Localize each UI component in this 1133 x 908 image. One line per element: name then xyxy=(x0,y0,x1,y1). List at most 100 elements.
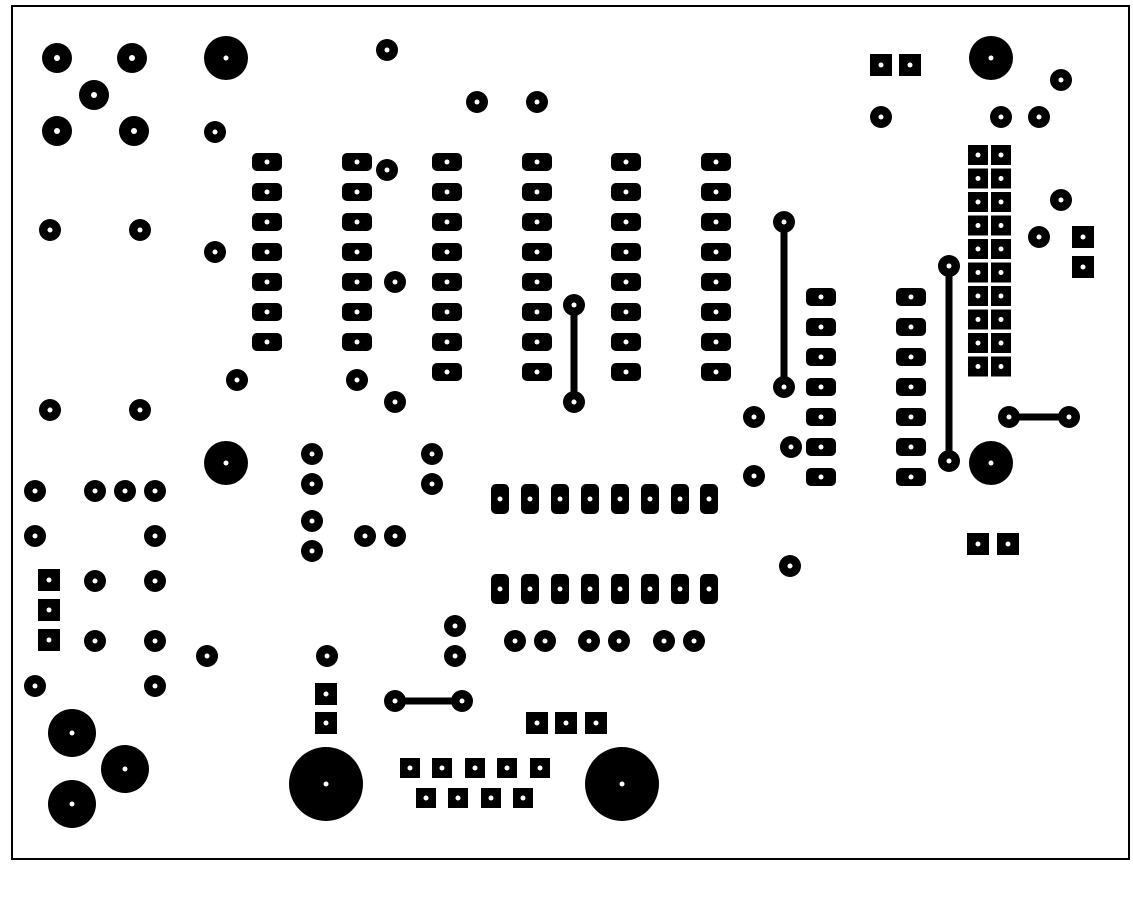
circle-pad-icon xyxy=(384,525,406,547)
oblong-pad-icon xyxy=(701,303,731,321)
circle-pad-icon xyxy=(301,510,323,532)
oblong-pad-icon xyxy=(432,153,462,171)
oblong-pad-icon xyxy=(611,484,629,514)
oblong-pad-icon xyxy=(806,468,836,486)
oblong-pad-icon xyxy=(521,574,539,604)
oblong-pad-icon xyxy=(252,153,282,171)
circle-pad-icon xyxy=(563,294,585,316)
circle-pad-icon xyxy=(301,473,323,495)
square-pad-icon xyxy=(585,712,607,734)
circle-pad-icon xyxy=(144,480,166,502)
circle-pad-icon xyxy=(773,376,795,398)
circle-pad-icon xyxy=(534,630,556,652)
square-pad-icon xyxy=(968,356,988,377)
circle-pad-icon xyxy=(1028,106,1050,128)
square-pad-icon xyxy=(991,286,1011,306)
oblong-pad-icon xyxy=(432,183,462,201)
circle-pad-icon xyxy=(504,630,526,652)
circle-pad-icon xyxy=(289,747,363,821)
oblong-pad-icon xyxy=(700,574,718,604)
circle-pad-icon xyxy=(969,441,1013,485)
oblong-pad-icon xyxy=(611,574,629,604)
square-pad-icon xyxy=(991,309,1011,330)
oblong-pad-icon xyxy=(806,378,836,396)
oblong-pad-icon xyxy=(491,574,509,604)
oblong-pad-icon xyxy=(641,574,659,604)
circle-pad-icon xyxy=(316,645,338,667)
square-pad-icon xyxy=(968,333,988,353)
oblong-pad-icon xyxy=(432,363,462,381)
circle-pad-icon xyxy=(1050,189,1072,211)
circle-pad-icon xyxy=(204,121,226,143)
circle-pad-icon xyxy=(384,391,406,413)
circle-pad-icon xyxy=(1028,226,1050,248)
square-pad-icon xyxy=(1072,256,1094,278)
square-pad-icon xyxy=(38,569,60,591)
oblong-pad-icon xyxy=(701,153,731,171)
circle-pad-icon xyxy=(384,271,406,293)
oblong-pad-icon xyxy=(522,333,552,351)
circle-pad-icon xyxy=(1050,69,1072,91)
square-pad-icon xyxy=(968,262,988,283)
square-pad-icon xyxy=(968,192,988,212)
oblong-pad-icon xyxy=(806,288,836,306)
oblong-pad-icon xyxy=(491,484,509,514)
square-pad-icon xyxy=(465,758,485,778)
circle-pad-icon xyxy=(938,450,960,472)
square-pad-icon xyxy=(968,309,988,330)
oblong-pad-icon xyxy=(252,183,282,201)
circle-pad-icon xyxy=(144,675,166,697)
square-pad-icon xyxy=(400,758,420,778)
oblong-pad-icon xyxy=(611,153,641,171)
oblong-pad-icon xyxy=(432,333,462,351)
oblong-pad-icon xyxy=(522,303,552,321)
circle-pad-icon xyxy=(1058,406,1080,428)
oblong-pad-icon xyxy=(551,574,569,604)
circle-pad-icon xyxy=(444,615,466,637)
circle-pad-icon xyxy=(24,480,46,502)
oblong-pad-icon xyxy=(701,243,731,261)
circle-pad-icon xyxy=(780,436,802,458)
circle-pad-icon xyxy=(653,630,675,652)
circle-pad-icon xyxy=(144,525,166,547)
square-pad-icon xyxy=(991,215,1011,236)
oblong-pad-icon xyxy=(342,213,372,231)
oblong-pad-icon xyxy=(522,213,552,231)
square-pad-icon xyxy=(991,262,1011,283)
oblong-pad-icon xyxy=(252,273,282,291)
circle-pad-icon xyxy=(969,36,1013,80)
square-pad-icon xyxy=(1072,226,1094,248)
oblong-pad-icon xyxy=(896,408,926,426)
square-pad-icon xyxy=(432,758,452,778)
oblong-pad-icon xyxy=(521,484,539,514)
oblong-pad-icon xyxy=(342,333,372,351)
oblong-pad-icon xyxy=(806,438,836,456)
circle-pad-icon xyxy=(421,443,443,465)
oblong-pad-icon xyxy=(252,243,282,261)
circle-pad-icon xyxy=(301,540,323,562)
oblong-pad-icon xyxy=(522,363,552,381)
oblong-pad-icon xyxy=(701,183,731,201)
circle-pad-icon xyxy=(354,525,376,547)
oblong-pad-icon xyxy=(806,348,836,366)
circle-pad-icon xyxy=(870,106,892,128)
square-pad-icon xyxy=(315,683,337,705)
circle-pad-icon xyxy=(938,255,960,277)
circle-pad-icon xyxy=(421,473,443,495)
square-pad-icon xyxy=(870,54,892,76)
oblong-pad-icon xyxy=(896,438,926,456)
square-pad-icon xyxy=(968,239,988,259)
oblong-pad-icon xyxy=(252,333,282,351)
oblong-pad-icon xyxy=(522,273,552,291)
oblong-pad-icon xyxy=(896,288,926,306)
oblong-pad-icon xyxy=(700,484,718,514)
circle-pad-icon xyxy=(526,91,548,113)
circle-pad-icon xyxy=(743,406,765,428)
circle-pad-icon xyxy=(384,690,406,712)
circle-pad-icon xyxy=(129,219,151,241)
oblong-pad-icon xyxy=(896,318,926,336)
oblong-pad-icon xyxy=(671,484,689,514)
circle-pad-icon xyxy=(998,406,1020,428)
circle-pad-icon xyxy=(376,39,398,61)
